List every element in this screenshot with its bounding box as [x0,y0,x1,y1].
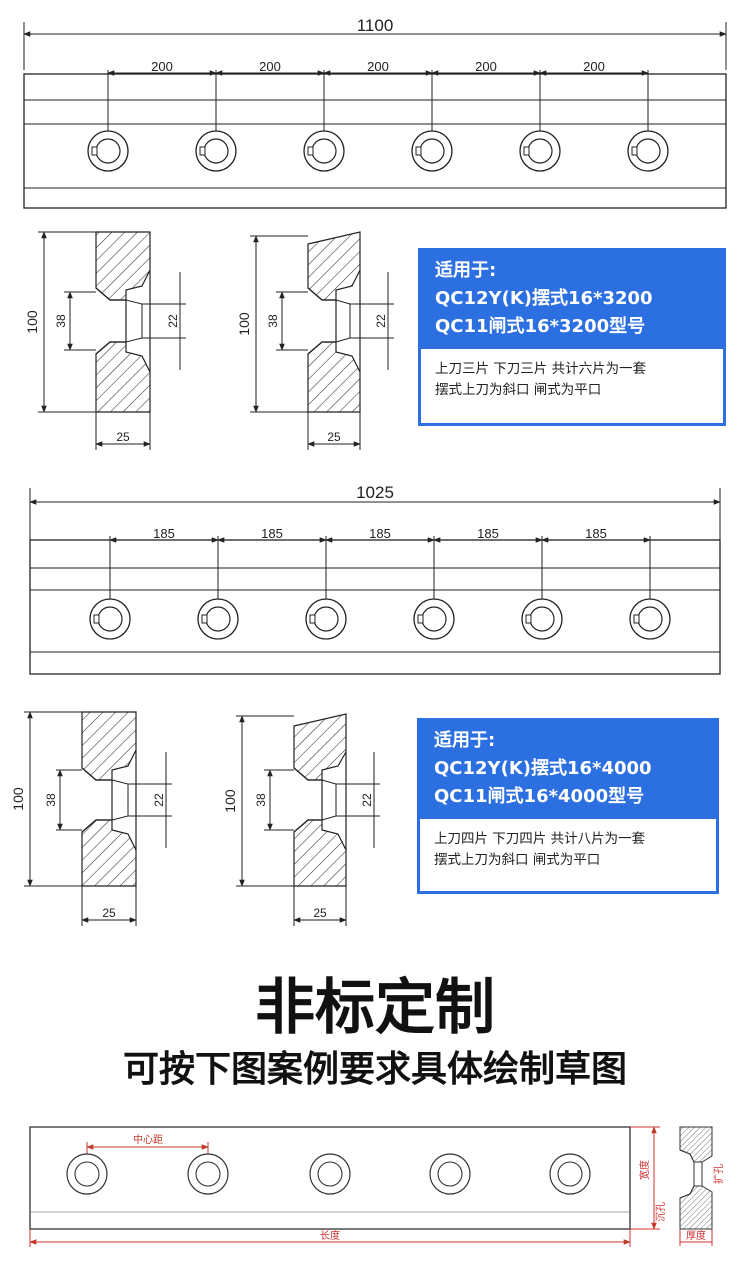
height-label: 100 [24,310,40,334]
bolt-hole [195,130,237,172]
spacing-label: 200 [259,59,281,74]
profile-bevel-2: 100 38 22 25 [222,713,380,926]
overall-length-label: 1025 [356,483,394,502]
spacing-label: 200 [475,59,497,74]
hole-label: 22 [152,793,166,807]
blade-body [23,73,727,209]
bolt-hole [519,130,561,172]
thickness-label: 25 [313,906,327,920]
counterbore-label: 沉孔 [654,1202,667,1222]
spacing-label: 185 [585,526,607,541]
bolt-hole [89,598,131,640]
model-line-1: QC12Y(K)摆式16*4000 [434,758,652,779]
edge-note: 摆式上刀为斜口 闸式为平口 [434,852,601,868]
model-line-2: QC11闸式16*4000型号 [434,786,645,807]
bolt-hole [305,598,347,640]
height-label: 100 [236,312,252,336]
blade-drawing-1: 1100 200 200 200 200 200 [23,16,727,209]
profile-bevel-1: 100 38 22 25 [236,231,394,450]
model-line-2: QC11闸式16*3200型号 [435,316,646,337]
overall-length-label: 1100 [357,16,394,35]
info-card-body: 上刀四片 下刀四片 共计八片为一套 摆式上刀为斜口 闸式为平口 [420,819,716,871]
width-label: 宽度 [638,1160,651,1180]
profile-flat-2: 100 38 22 25 [10,711,172,926]
spacing-label: 200 [367,59,389,74]
counterbore-label: 38 [54,314,68,328]
profile-flat-1: 100 38 22 25 [24,231,186,450]
expanded-hole-label: 扩孔 [712,1164,725,1184]
edge-note: 摆式上刀为斜口 闸式为平口 [435,382,602,398]
custom-title: 非标定制 [255,973,495,1043]
sketch-hole [66,1153,108,1195]
blade-body [29,539,721,675]
spacing-label: 200 [151,59,173,74]
counterbore-label: 38 [44,793,58,807]
sketch-hole [187,1153,229,1195]
bolt-hole [521,598,563,640]
length-label: 长度 [320,1229,340,1242]
center-distance-label: 中心距 [133,1133,163,1146]
hole-label: 22 [360,793,374,807]
thickness-label: 25 [327,430,341,444]
bolt-hole [627,130,669,172]
sketch-hole [429,1153,471,1195]
bolt-hole [303,130,345,172]
height-label: 100 [10,787,26,811]
counterbore-label: 38 [254,793,268,807]
bolt-hole [87,130,129,172]
bolt-hole [413,598,455,640]
model-line-1: QC12Y(K)摆式16*3200 [435,288,653,309]
blade-drawing-2: 1025 185 185 185 185 185 [29,483,721,675]
hole-label: 22 [166,314,180,328]
info-card-2: 适用于: QC12Y(K)摆式16*4000 QC11闸式16*4000型号 上… [417,718,719,894]
hole-label: 22 [374,314,388,328]
bolt-hole [411,130,453,172]
info-card-header: 适用于: QC12Y(K)摆式16*3200 QC11闸式16*3200型号 [421,251,723,349]
sketch-hole [309,1153,351,1195]
bolt-hole [197,598,239,640]
thickness-label: 25 [116,430,130,444]
spacing-label: 185 [477,526,499,541]
info-card-heading: 适用于: [434,730,496,751]
info-card-1: 适用于: QC12Y(K)摆式16*3200 QC11闸式16*3200型号 上… [418,248,726,426]
bolt-hole [629,598,671,640]
set-note: 上刀三片 下刀三片 共计六片为一套 [435,361,647,377]
height-label: 100 [222,789,238,813]
custom-subtitle: 可按下图案例要求具体绘制草图 [122,1049,627,1090]
spacing-label: 185 [369,526,391,541]
info-card-body: 上刀三片 下刀三片 共计六片为一套 摆式上刀为斜口 闸式为平口 [421,349,723,401]
spacing-label: 185 [153,526,175,541]
sample-sketch: 中心距 长度 宽度 沉孔 [29,1126,725,1247]
spacing-label: 200 [583,59,605,74]
counterbore-label: 38 [266,314,280,328]
set-note: 上刀四片 下刀四片 共计八片为一套 [434,831,646,847]
sketch-hole [549,1153,591,1195]
spacing-label: 185 [261,526,283,541]
thickness-label: 厚度 [686,1229,706,1242]
info-card-heading: 适用于: [435,260,497,281]
info-card-header: 适用于: QC12Y(K)摆式16*4000 QC11闸式16*4000型号 [420,721,716,819]
thickness-label: 25 [102,906,116,920]
